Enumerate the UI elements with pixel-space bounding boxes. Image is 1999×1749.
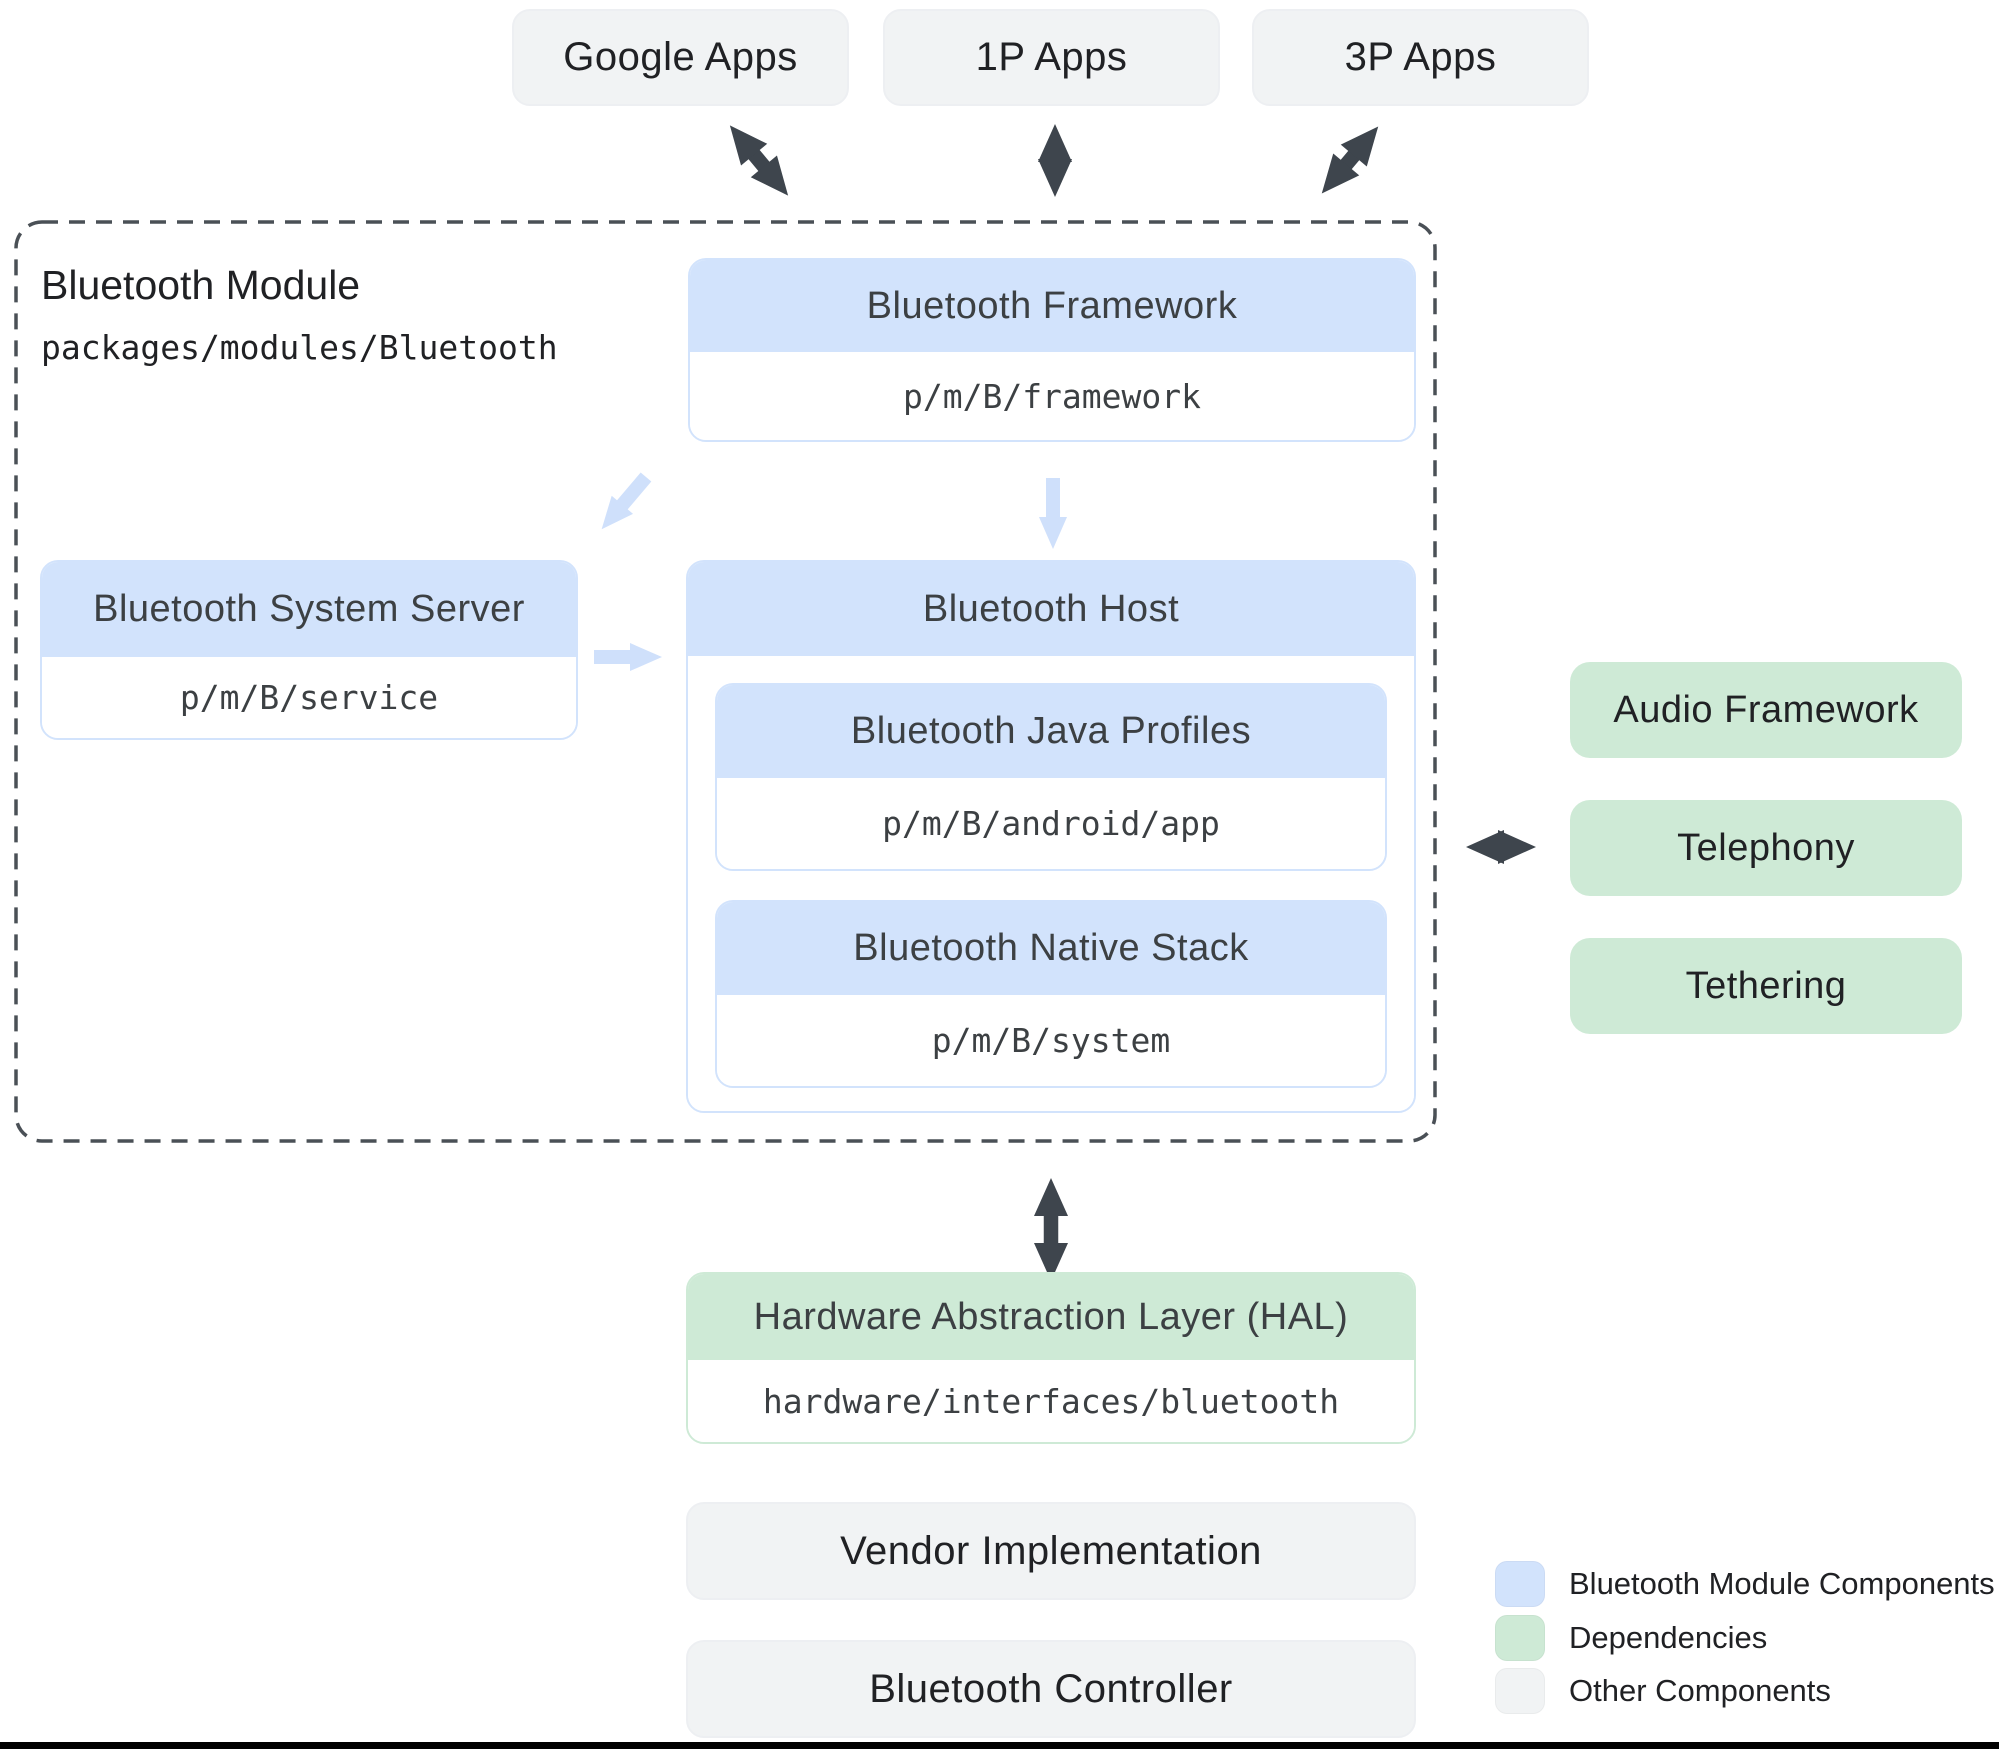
bluetooth-native-stack-header: Bluetooth Native Stack [717,902,1385,995]
bluetooth-native-stack-title: Bluetooth Native Stack [853,927,1249,969]
hal-title: Hardware Abstraction Layer (HAL) [753,1295,1349,1338]
bluetooth-system-server-path: p/m/B/service [42,657,576,738]
third-party-apps-box: 3P Apps [1252,9,1589,106]
first-party-apps-box: 1P Apps [883,9,1220,106]
legend-label-dependencies: Dependencies [1569,1620,1768,1655]
bluetooth-module-title: Bluetooth Module [41,262,361,308]
tethering-label: Tethering [1685,964,1847,1007]
google-apps-module-arrow [729,125,789,196]
google-apps-box: Google Apps [512,9,849,106]
audio-framework-label: Audio Framework [1613,688,1919,731]
legend-swatch-other-components [1495,1668,1545,1714]
bluetooth-java-profiles-title: Bluetooth Java Profiles [850,710,1252,752]
bluetooth-java-profiles-path: p/m/B/android/app [717,778,1385,869]
first-party-apps-label: 1P Apps [975,35,1128,79]
bluetooth-controller-box: Bluetooth Controller [686,1640,1416,1738]
bluetooth-controller-label: Bluetooth Controller [869,1666,1233,1711]
legend-row-dependencies: Dependencies [1495,1615,1767,1661]
bluetooth-native-stack-path: p/m/B/system [717,995,1385,1086]
google-apps-label: Google Apps [563,35,798,79]
telephony-label: Telephony [1677,826,1855,869]
bluetooth-host-title: Bluetooth Host [922,587,1180,630]
bluetooth-system-server-title: Bluetooth System Server [93,588,525,630]
hal-path: hardware/interfaces/bluetooth [688,1360,1414,1442]
legend-row-module-components: Bluetooth Module Components [1495,1561,1995,1607]
hal-header: Hardware Abstraction Layer (HAL) [688,1274,1414,1360]
bluetooth-system-server-header: Bluetooth System Server [42,562,576,657]
bluetooth-java-profiles-box: Bluetooth Java Profiles p/m/B/android/ap… [715,683,1387,871]
legend-row-other-components: Other Components [1495,1668,1831,1714]
legend-label-other-components: Other Components [1569,1673,1831,1708]
bluetooth-system-server-box: Bluetooth System Server p/m/B/service [40,560,578,740]
third-party-apps-module-arrow [1321,126,1379,194]
vendor-implementation-label: Vendor Implementation [840,1528,1262,1573]
vendor-implementation-box: Vendor Implementation [686,1502,1416,1600]
bluetooth-module-path: packages/modules/Bluetooth [41,328,558,367]
bluetooth-host-body: Bluetooth Java Profiles p/m/B/android/ap… [688,656,1414,1111]
audio-framework-box: Audio Framework [1570,662,1962,758]
bluetooth-native-stack-box: Bluetooth Native Stack p/m/B/system [715,900,1387,1088]
hal-box: Hardware Abstraction Layer (HAL) hardwar… [686,1272,1416,1444]
bluetooth-framework-header: Bluetooth Framework [690,260,1414,352]
telephony-box: Telephony [1570,800,1962,896]
legend-swatch-dependencies [1495,1615,1545,1661]
legend-swatch-module-components [1495,1561,1545,1607]
framework-system-server-arrow [601,472,652,530]
legend-label-module-components: Bluetooth Module Components [1569,1566,1995,1601]
tethering-box: Tethering [1570,938,1962,1034]
bluetooth-host-box: Bluetooth Host Bluetooth Java Profiles p… [686,560,1416,1113]
bottom-edge-bar [0,1742,1999,1749]
bluetooth-framework-path: p/m/B/framework [690,352,1414,440]
third-party-apps-label: 3P Apps [1344,35,1497,79]
bluetooth-framework-box: Bluetooth Framework p/m/B/framework [688,258,1416,442]
bluetooth-framework-title: Bluetooth Framework [866,284,1238,327]
bluetooth-host-header: Bluetooth Host [688,562,1414,656]
bluetooth-java-profiles-header: Bluetooth Java Profiles [717,685,1385,778]
